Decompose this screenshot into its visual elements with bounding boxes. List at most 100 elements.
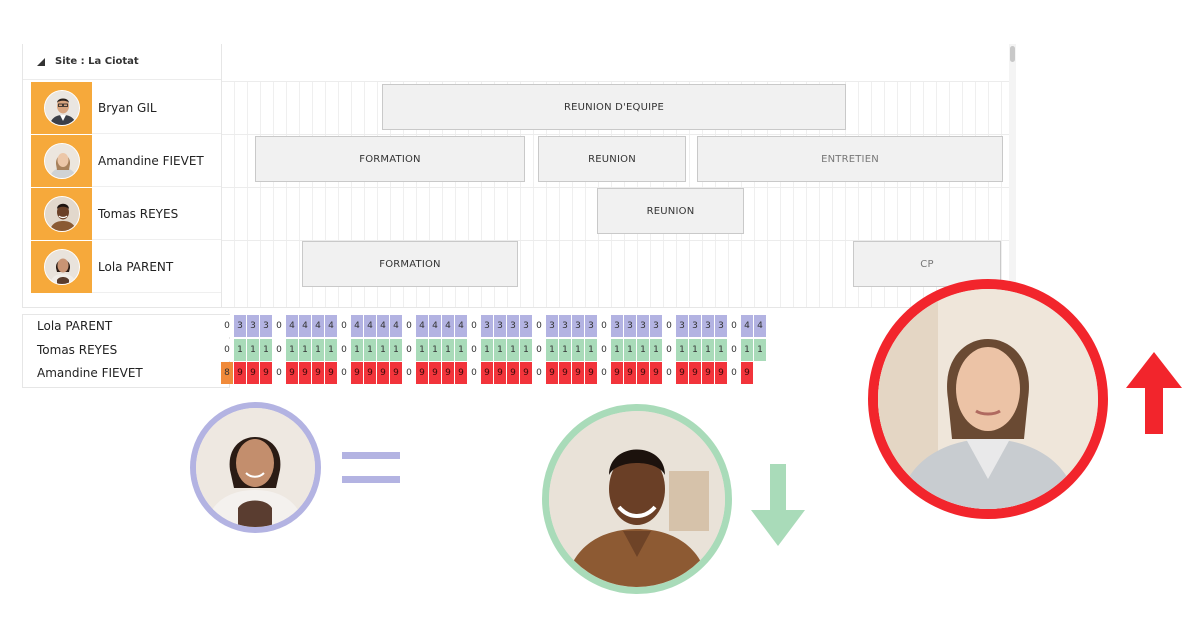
workload-cell: 1 [637,339,650,361]
workload-cell: 0 [728,339,741,361]
event-block[interactable]: REUNION [597,188,744,234]
workload-cell: 3 [585,315,598,337]
event-block[interactable]: FORMATION [302,241,518,287]
workload-cell: 1 [650,339,663,361]
workload-cell: 1 [585,339,598,361]
workload-cell: 1 [260,339,273,361]
workload-cell: 0 [663,362,676,384]
workload-cell: 8 [221,362,234,384]
workload-cell: 1 [611,339,624,361]
arrow-down-icon [751,464,805,546]
workload-cell: 1 [676,339,689,361]
workload-cell: 4 [286,315,299,337]
workload-cell: 9 [637,362,650,384]
workload-cell: 9 [312,362,325,384]
workload-cell: 1 [286,339,299,361]
avatar [31,240,92,293]
workload-cell: 3 [715,315,728,337]
workload-cell: 3 [689,315,702,337]
workload-cell: 4 [741,315,754,337]
workload-cell: 3 [520,315,533,337]
workload-cell: 3 [234,315,247,337]
workload-cell: 1 [299,339,312,361]
workload-cell: 0 [403,315,416,337]
workload-cell: 3 [702,315,715,337]
workload-cell: 3 [507,315,520,337]
workload-cell: 3 [611,315,624,337]
workload-cell: 1 [559,339,572,361]
workload-cell: 0 [728,315,741,337]
resource-name: Bryan GIL [98,100,157,115]
workload-names: Lola PARENT Tomas REYES Amandine FIEVET [22,314,230,388]
workload-cell: 0 [663,315,676,337]
site-group-header[interactable]: Site : La Ciotat [23,44,229,80]
event-block[interactable]: FORMATION [255,136,525,182]
workload-cell: 4 [416,315,429,337]
workload-cell: 1 [416,339,429,361]
collapse-triangle-icon[interactable] [37,57,45,66]
resource-row[interactable]: Tomas REYES [31,187,225,240]
workload-cell: 9 [572,362,585,384]
workload-cell: 0 [273,339,286,361]
workload-cell: 0 [468,339,481,361]
workload-cell: 9 [520,362,533,384]
workload-cell: 1 [546,339,559,361]
site-label: Site : La Ciotat [55,56,139,67]
vertical-scrollbar[interactable] [1009,44,1016,308]
amandine-fievet-photo [868,279,1108,519]
avatar [31,134,92,187]
workload-cell: 1 [429,339,442,361]
event-block[interactable]: REUNION D'EQUIPE [382,84,846,130]
workload-cell: 1 [572,339,585,361]
workload-cell: 1 [702,339,715,361]
workload-cell: 9 [741,362,754,384]
workload-cell: 1 [442,339,455,361]
workload-cell: 9 [247,362,260,384]
workload-cell: 1 [455,339,468,361]
workload-cell: 9 [481,362,494,384]
workload-cell: 9 [624,362,637,384]
workload-cell: 9 [455,362,468,384]
workload-cell: 9 [650,362,663,384]
workload-cell: 1 [507,339,520,361]
scrollbar-thumb[interactable] [1010,46,1015,62]
workload-cell: 9 [689,362,702,384]
resource-row[interactable]: Bryan GIL [31,81,225,134]
workload-cell: 4 [312,315,325,337]
grid-divider [222,134,1012,135]
workload-cell: 9 [559,362,572,384]
workload-cell: 0 [598,315,611,337]
workload-cell: 1 [624,339,637,361]
workload-cell: 1 [351,339,364,361]
workload-cell: 9 [286,362,299,384]
resource-panel: Site : La Ciotat Bryan GIL Amandine FIEV… [22,44,230,308]
planning-grid[interactable]: REUNION D'EQUIPE FORMATION REUNION ENTRE… [221,44,1013,308]
workload-cell: 0 [338,339,351,361]
workload-cell: 9 [390,362,403,384]
workload-cell: 1 [312,339,325,361]
resource-row[interactable]: Amandine FIEVET [31,134,225,187]
workload-cell: 4 [390,315,403,337]
workload-cell: 3 [559,315,572,337]
arrow-up-icon [1126,352,1182,434]
workload-cell: 9 [585,362,598,384]
workload-cell: 9 [234,362,247,384]
workload-cell: 9 [299,362,312,384]
workload-cell: 9 [702,362,715,384]
workload-cell: 3 [676,315,689,337]
user-photo-icon [43,142,80,179]
event-block[interactable]: ENTRETIEN [697,136,1003,182]
grid-divider [222,187,1012,188]
workload-cell: 0 [663,339,676,361]
workload-cell: 3 [481,315,494,337]
event-block[interactable]: REUNION [538,136,686,182]
workload-cell: 9 [325,362,338,384]
resource-row[interactable]: Lola PARENT [31,240,225,293]
avatar [31,187,92,240]
workload-cell: 4 [754,315,767,337]
workload-cell: 0 [221,315,234,337]
workload-cell: 4 [455,315,468,337]
resource-name: Tomas REYES [98,206,179,221]
workload-cell: 3 [494,315,507,337]
workload-cell: 9 [442,362,455,384]
